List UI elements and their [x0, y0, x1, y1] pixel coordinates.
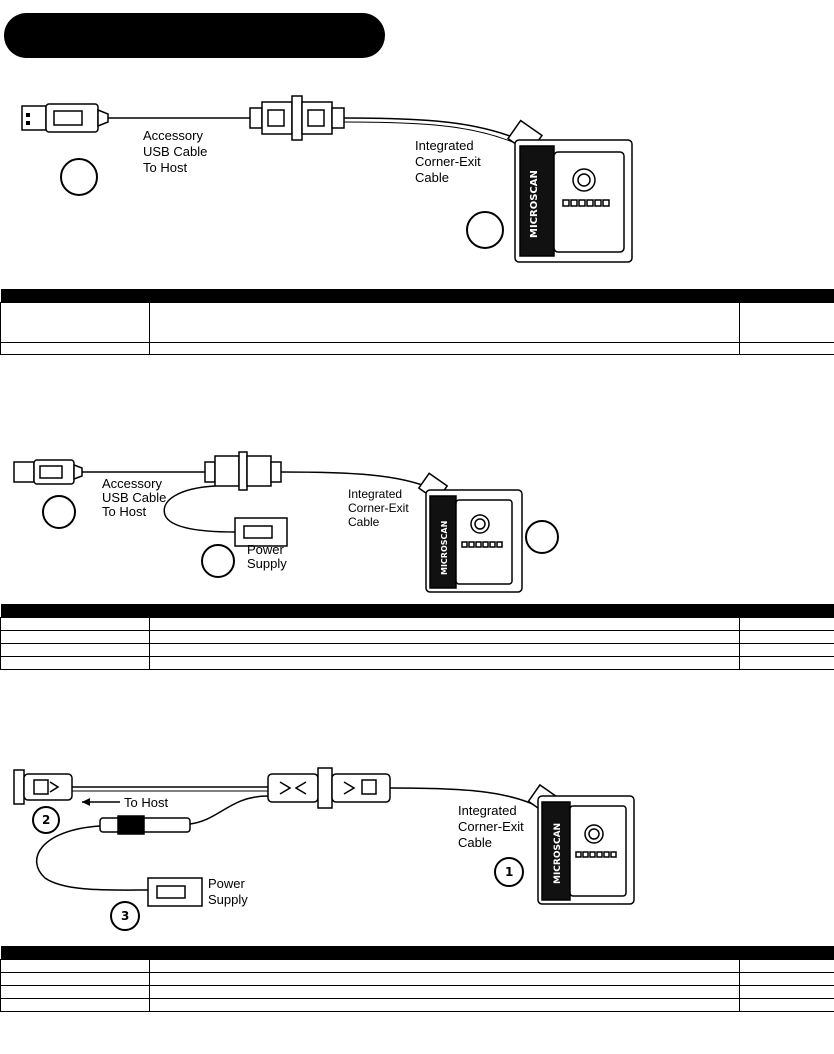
figure-usb-connection: MICROSCAN Accessory USB Cable To Host In…: [0, 80, 834, 275]
callout-number: 2: [42, 813, 50, 827]
cable-label-line3: Cable: [415, 170, 449, 185]
figure-rs232-power-connection: MICROSCAN To Host Integrated Corner-Exit…: [0, 760, 834, 940]
parts-table-2: [0, 604, 834, 670]
power-label-line1: Power: [208, 876, 246, 891]
callout-circle: [525, 520, 559, 554]
usb-label-line3: To Host: [102, 504, 146, 519]
table-row: [0, 302, 834, 343]
device-brand-label: MICROSCAN: [553, 823, 563, 884]
table-row: [0, 985, 834, 999]
callout-circle: [32, 806, 60, 834]
cable-label-line1: Integrated: [415, 138, 474, 153]
scanner-device-icon: [506, 119, 633, 263]
cable-label-line1: Integrated: [458, 803, 517, 818]
usb-label-line3: To Host: [143, 160, 187, 175]
callout-circle: [42, 495, 76, 529]
parts-table-3: [0, 946, 834, 1012]
db9-connector-icon: [204, 451, 282, 491]
cable-label-line2: Corner-Exit: [348, 501, 409, 515]
parts-table-1: [0, 289, 834, 355]
cable-label-line1: Integrated: [348, 487, 402, 501]
scanner-device-icon: [527, 783, 635, 905]
device-brand-label: MICROSCAN: [529, 170, 540, 238]
callout-circle: [201, 544, 235, 578]
callout-number: 1: [505, 865, 513, 879]
db9-coupler-icon: [267, 767, 391, 809]
cable-label-line2: Corner-Exit: [458, 819, 524, 834]
power-label-line2: Supply: [247, 556, 287, 571]
callout-number: 3: [121, 909, 129, 923]
usb-label-line1: Accessory: [143, 128, 203, 143]
to-host-label: To Host: [124, 795, 168, 810]
cable-label-line3: Cable: [348, 515, 380, 529]
power-supply-icon: [234, 517, 288, 547]
callout-circle: [110, 901, 140, 931]
db9-connector-icon: [249, 95, 345, 141]
callout-circle: [494, 857, 524, 887]
power-supply-icon: [147, 877, 203, 907]
table-row: [0, 630, 834, 644]
table-row: [0, 972, 834, 986]
callout-circle: [60, 158, 98, 196]
cable-label-line3: Cable: [458, 835, 492, 850]
callout-circle: [466, 211, 504, 249]
table-row: [0, 342, 834, 355]
table-row: [0, 617, 834, 631]
table-row: [0, 656, 834, 670]
power-label-line1: Power: [247, 542, 285, 557]
usb-plug-icon: [21, 103, 109, 133]
table-row: [0, 998, 834, 1012]
db9-host-connector-icon: [13, 769, 73, 805]
device-brand-label: MICROSCAN: [440, 521, 449, 575]
cable-label-line2: Corner-Exit: [415, 154, 481, 169]
usb-label-line1: Accessory: [102, 476, 162, 491]
usb-label-line2: USB Cable: [143, 144, 207, 159]
power-label-line2: Supply: [208, 892, 248, 907]
usb-label-line2: USB Cable: [102, 490, 166, 505]
usb-plug-icon: [13, 459, 83, 485]
cable-splice-icon: [99, 815, 191, 835]
section-title-banner: [4, 13, 385, 58]
scanner-device-icon: [417, 472, 523, 593]
table-row: [0, 643, 834, 657]
figure-usb-power-connection: MICROSCAN Accessory USB Cable To Host In…: [0, 440, 834, 600]
table-row: [0, 959, 834, 973]
